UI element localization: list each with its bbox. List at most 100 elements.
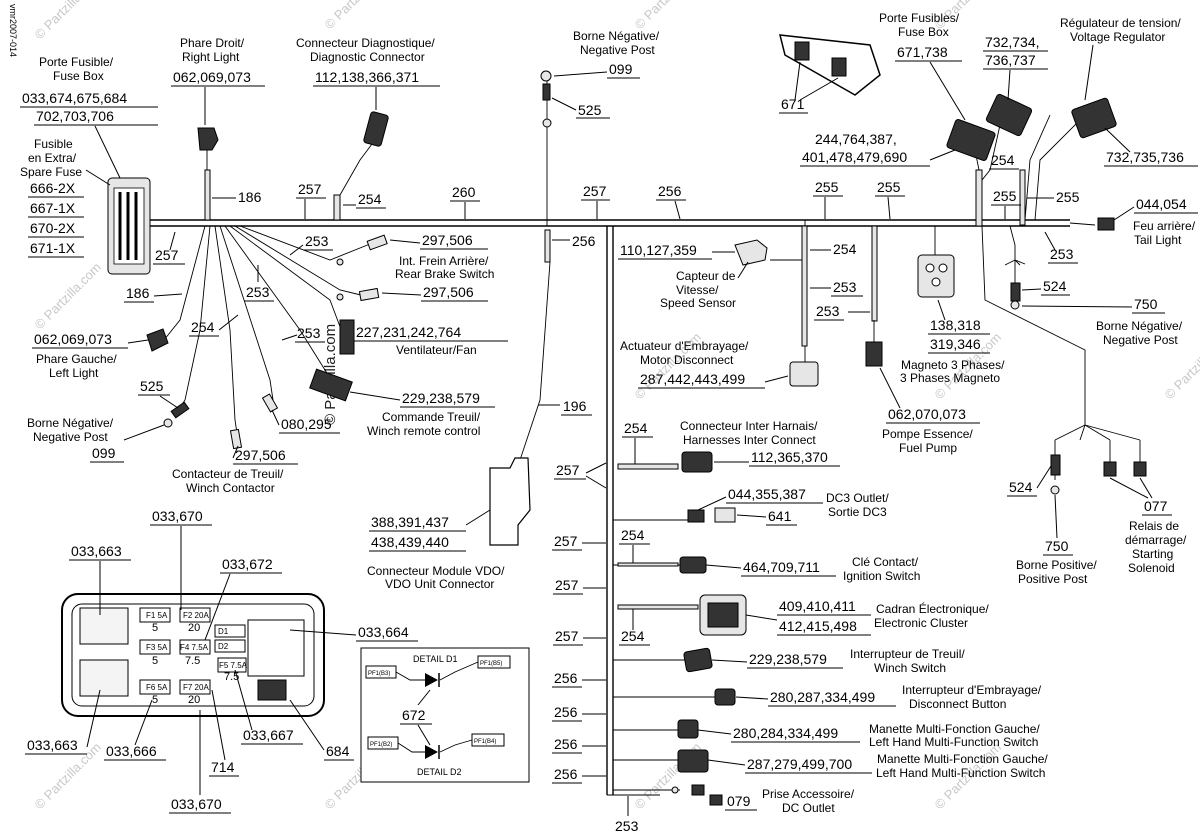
svg-text:© Partzilla.com: © Partzilla.com [32, 260, 105, 333]
diode-d1-icon [425, 673, 438, 687]
winch-remote-icon [309, 368, 353, 402]
ref-732-735: 732,735,736 [1106, 149, 1184, 165]
winch-contactor-title-en: Winch Contactor [186, 481, 275, 495]
start-solenoid-title-en-2: Solenoid [1128, 561, 1175, 575]
cluster-parts-2: 412,415,498 [779, 618, 857, 634]
vdo-title-en: VDO Unit Connector [385, 577, 494, 591]
ref-525-top: 525 [578, 102, 602, 118]
fan-icon [339, 319, 355, 355]
pos-post-parts: 750 [1045, 538, 1069, 554]
winch-contactor-parts: 297,506 [235, 447, 286, 463]
fusebox-right-title-en: Fuse Box [898, 25, 949, 39]
fusebox-main-parts-2: 702,703,706 [36, 108, 114, 124]
ref-255-a: 255 [815, 179, 839, 195]
fuse-value-4: 7.5 [185, 655, 200, 667]
fd-label-033667: 033,667 [243, 727, 294, 743]
labels: Porte Fusible/ Fuse Box 033,674,675,684 … [20, 11, 1198, 833]
fd-label-033672: 033,672 [222, 556, 273, 572]
ref-256-trunk-a: 256 [554, 670, 578, 686]
spare-fuse-title-en: Spare Fuse [20, 165, 82, 179]
ref-244: 244,764,387, [815, 131, 897, 147]
fuel-pump-parts: 062,070,073 [888, 406, 966, 422]
neg-post-top-parts: 099 [609, 61, 633, 77]
voltage-reg-title-fr: Régulateur de tension/ [1060, 16, 1181, 30]
magneto-parts-1: 138,318 [930, 317, 981, 333]
speed-sensor-icon [734, 239, 768, 266]
ignition-title-fr: Clé Contact/ [852, 555, 919, 569]
fuse-value-5: 7.5 [224, 671, 239, 683]
svg-text:© Partzilla.com: © Partzilla.com [322, 0, 395, 32]
speed-sensor-title-en: Speed Sensor [660, 296, 736, 310]
connector-icons [107, 34, 1147, 806]
tail-light-title-en: Tail Light [1134, 233, 1182, 247]
fusebox-main-title-en: Fuse Box [53, 69, 104, 83]
winch-contactor-icon [229, 428, 243, 450]
fd-label-033664: 033,664 [358, 624, 409, 640]
spare-fuse-part-4: 671-1X [30, 240, 76, 256]
disconnect-button-parts: 280,287,334,499 [770, 689, 875, 705]
motor-disconnect-title-en: Motor Disconnect [640, 353, 734, 367]
ref-186-left: 186 [126, 285, 150, 301]
fuse-f7: F7 20A [183, 683, 209, 692]
start-solenoid-title-fr-1: Relais de [1129, 519, 1179, 533]
vdo-title-fr: Connecteur Module VDO/ [367, 564, 505, 578]
vdo-connector-icon [489, 457, 531, 546]
voltage-regulator-icon [985, 93, 1033, 137]
neg-post-right-title-en: Negative Post [1103, 333, 1178, 347]
svg-text:© Partzilla.com: © Partzilla.com [632, 0, 705, 32]
motor-disconnect-icon [789, 361, 819, 387]
lh-switch-1-icon [677, 719, 699, 739]
ref-255-d: 255 [1056, 189, 1080, 205]
ref-186-top: 186 [238, 189, 262, 205]
pin-label-2: PF1(B5) [480, 661, 502, 667]
diode-d2: D2 [218, 642, 229, 651]
headlight-right-icon [197, 127, 219, 151]
ref-257-trunk-a: 257 [556, 462, 580, 478]
fan-parts: 227,231,242,764 [356, 324, 461, 340]
voltage-reg-title-en: Voltage Regulator [1070, 30, 1165, 44]
ref-254-trunk-c: 254 [621, 628, 645, 644]
fuse-f1: F1 5A [146, 611, 168, 620]
winch-remote-parts: 229,238,579 [402, 390, 480, 406]
diode-d1: D1 [218, 627, 229, 636]
ref-257-mid: 257 [583, 183, 607, 199]
winch-switch-title-en: Winch Switch [874, 661, 946, 675]
fuse-value-7: 20 [188, 694, 200, 706]
tail-light-title-fr: Feu arrière/ [1133, 219, 1196, 233]
dc-outlet-title-en: DC Outlet [782, 801, 835, 815]
detail-d1-title: DETAIL D1 [413, 654, 458, 664]
fd-label-033670-top: 033,670 [152, 508, 203, 524]
ref-256-trunk-d: 256 [554, 766, 578, 782]
spare-fuse-title-fr: Fusible [34, 137, 73, 151]
ignition-icon [679, 556, 707, 574]
neg-post-top-title-fr: Borne Négative/ [573, 29, 660, 43]
pin-label-1: PF1(B3) [368, 671, 390, 677]
neg-post-left-parts: 099 [92, 445, 116, 461]
ref-257-trunk-b: 257 [554, 533, 578, 549]
fd-label-714: 714 [211, 759, 235, 775]
neg-post-left-title-en: Negative Post [33, 430, 108, 444]
ref-254-right: 254 [991, 152, 1015, 168]
ref-253-a: 253 [305, 233, 329, 249]
headlight-left-icon [146, 328, 169, 352]
ref-257-left: 257 [155, 247, 179, 263]
start-solenoid-icon [1103, 461, 1117, 477]
ref-080-295: 080,295 [281, 416, 332, 432]
neg-post-left-icon [163, 418, 173, 428]
ref-253-speed: 253 [833, 279, 857, 295]
neg-post-right-parts: 750 [1134, 296, 1158, 312]
fuse-f6: F6 5A [146, 683, 168, 692]
ref-525-left: 525 [140, 378, 164, 394]
pos-post-title-fr: Borne Positive/ [1016, 558, 1097, 572]
fusebox-right-parts: 671,738 [897, 44, 948, 60]
speed-sensor-title-fr-2: Vitesse/ [676, 283, 719, 297]
headlight-right-title-fr: Phare Droit/ [180, 36, 245, 50]
ref-257-top: 257 [298, 181, 322, 197]
ref-401: 401,478,479,690 [802, 149, 907, 165]
fd-label-684: 684 [326, 743, 350, 759]
rear-brake-parts-1: 297,506 [422, 232, 473, 248]
ref-255-b: 255 [877, 179, 901, 195]
fuse-value-1: 5 [152, 622, 158, 634]
harness-connect-title-fr: Connecteur Inter Harnais/ [680, 419, 818, 433]
start-solenoid-parts: 077 [1144, 498, 1168, 514]
